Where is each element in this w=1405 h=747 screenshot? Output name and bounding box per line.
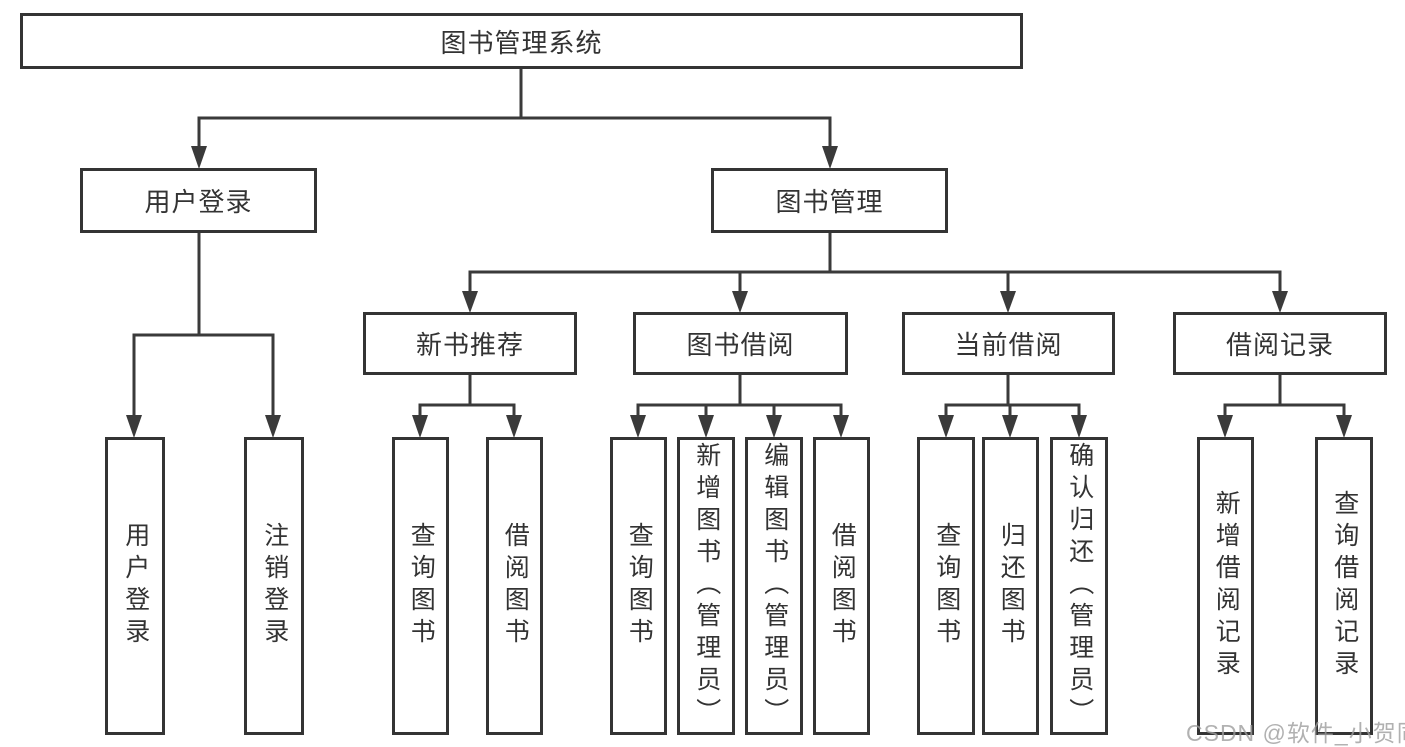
node-new-book-recommend: 新书推荐 [363, 312, 577, 375]
node-root: 图书管理系统 [20, 13, 1023, 69]
leaf-cb-query-books: 查询图书 [917, 437, 975, 735]
connector-borrow-records-children [1217, 375, 1352, 438]
leaf-user-login: 用户登录 [105, 437, 165, 735]
leaf-br-add-record: 新增借阅记录 [1197, 437, 1254, 735]
connector-book-management-children [462, 233, 1288, 313]
leaf-cb-confirm-return-admin: 确认归还（管理员） [1050, 437, 1108, 735]
leaf-nb-query-books: 查询图书 [392, 437, 449, 735]
leaf-bb-borrow-books: 借阅图书 [813, 437, 870, 735]
leaf-br-query-record: 查询借阅记录 [1315, 437, 1373, 735]
node-book-borrow: 图书借阅 [633, 312, 848, 375]
node-borrow-records: 借阅记录 [1173, 312, 1387, 375]
connector-root-to-level2 [191, 69, 838, 169]
leaf-cb-return-books: 归还图书 [982, 437, 1039, 735]
node-user-login: 用户登录 [80, 168, 317, 233]
connector-new-book-children [412, 375, 522, 438]
node-current-borrow: 当前借阅 [902, 312, 1115, 375]
leaf-bb-add-book-admin: 新增图书（管理员） [677, 437, 735, 735]
leaf-nb-borrow-books: 借阅图书 [486, 437, 543, 735]
leaf-bb-query-books: 查询图书 [610, 437, 667, 735]
connector-user-login-children [126, 233, 281, 438]
leaf-bb-edit-book-admin: 编辑图书（管理员） [745, 437, 803, 735]
connector-book-borrow-children [630, 375, 849, 438]
connector-current-borrow-children [938, 375, 1087, 438]
leaf-logout: 注销登录 [244, 437, 304, 735]
watermark: CSDN @软件_小贺同学 [1186, 720, 1405, 746]
node-book-management: 图书管理 [711, 168, 948, 233]
